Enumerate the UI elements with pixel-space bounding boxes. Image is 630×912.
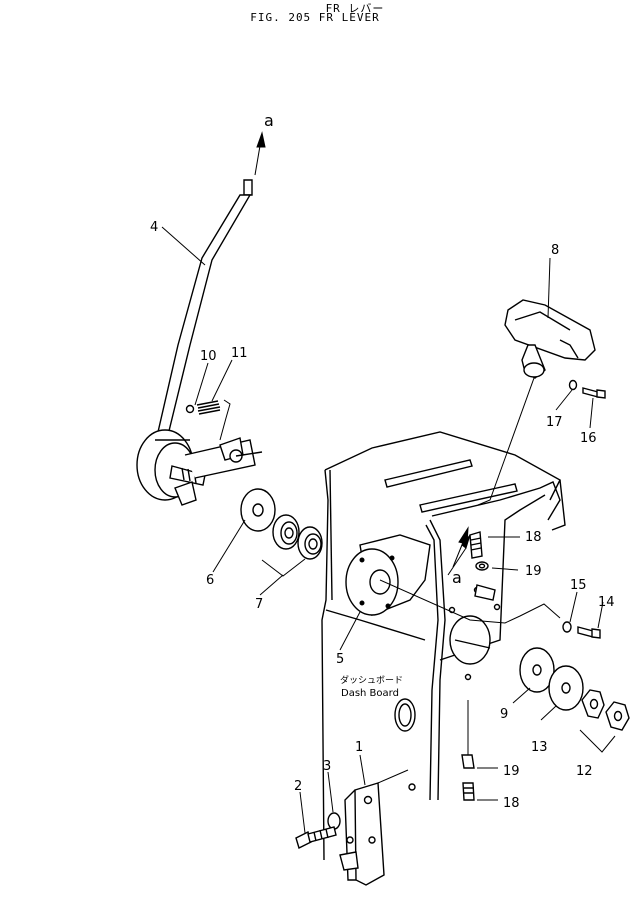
- callout-4: 4: [150, 220, 158, 235]
- dash-board-label: Dash Board: [341, 688, 399, 699]
- callout-2: 2: [294, 779, 302, 794]
- washer-and-bearings: [240, 488, 323, 577]
- callout-11: 11: [231, 346, 248, 361]
- callout-13: 13: [531, 740, 548, 755]
- callout-15: 15: [570, 578, 587, 593]
- callout-6: 6: [206, 573, 214, 588]
- arrow-label-top: a: [264, 111, 274, 130]
- callout-14: 14: [598, 595, 615, 610]
- dash-panel: [321, 431, 566, 861]
- callout-19: 19: [525, 564, 542, 579]
- figure-title-jp: FR レバー: [325, 2, 385, 15]
- washers-and-nuts: [519, 647, 630, 753]
- callout-10: 10: [200, 349, 217, 364]
- dash-board-label-jp: ダッシュボード: [340, 674, 403, 686]
- callout-7: 7: [255, 597, 263, 612]
- arrow-label-mid: a: [452, 568, 462, 587]
- lever-rod: [136, 179, 263, 506]
- callout-1: 1: [355, 740, 363, 755]
- callout-18b: 18: [503, 796, 520, 811]
- callout-16: 16: [580, 431, 597, 446]
- side-washer-bolt: [562, 621, 601, 639]
- flange-plate: [345, 534, 561, 624]
- spring-and-ball: [185, 399, 231, 441]
- bracket-assembly: [295, 769, 416, 886]
- knob-handle: [477, 299, 596, 506]
- top-bolt-nut: [447, 531, 496, 601]
- callout-9: 9: [500, 707, 508, 722]
- part-labels: a a 4 8 10 11 6 7 5 17 16 18 19 15 14 9 …: [150, 111, 615, 811]
- callout-12: 12: [576, 764, 593, 779]
- callout-5: 5: [336, 652, 344, 667]
- leader-lines: [161, 226, 604, 834]
- arrow-mid: [452, 526, 469, 568]
- callout-19b: 19: [503, 764, 520, 779]
- callout-3: 3: [323, 759, 331, 774]
- figure-title: FIG. 205 FR LEVER: [250, 11, 380, 24]
- arrow-top: [254, 131, 266, 176]
- clip-and-bolt: [568, 379, 606, 399]
- callout-8: 8: [551, 243, 559, 258]
- callout-18: 18: [525, 530, 542, 545]
- bottom-nut-bolt: [461, 700, 475, 801]
- callout-17: 17: [546, 415, 563, 430]
